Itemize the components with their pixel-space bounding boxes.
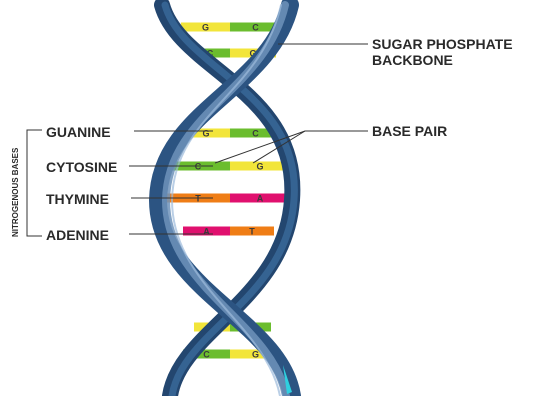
label-sugar-phosphate: SUGAR PHOSPHATE [372,36,513,52]
label-guanine: GUANINE [46,124,111,140]
leader-lines [27,44,368,236]
nitrogenous-bases-bracket [27,130,42,236]
rung-5-right-letter: A [257,194,264,204]
rung-3-left-letter: G [202,129,209,139]
rung-3-right-letter: C [252,129,259,139]
rung-1-right-letter: C [252,23,259,33]
label-backbone: BACKBONE [372,52,453,68]
label-cytosine: CYTOSINE [46,159,117,175]
rung-6-right-letter: T [249,227,255,237]
rung-8-left-letter: C [203,350,210,360]
label-base-pair: BASE PAIR [372,123,447,139]
rung-4-right-letter: G [256,162,263,172]
rung-1-left-letter: G [202,23,209,33]
rung-8-right-letter: G [252,350,259,360]
rung-6-left-letter: A [203,227,210,237]
label-thymine: THYMINE [46,191,109,207]
label-nitrogenous-bases: NITROGENOUS BASES [11,147,20,237]
label-adenine: ADENINE [46,227,109,243]
